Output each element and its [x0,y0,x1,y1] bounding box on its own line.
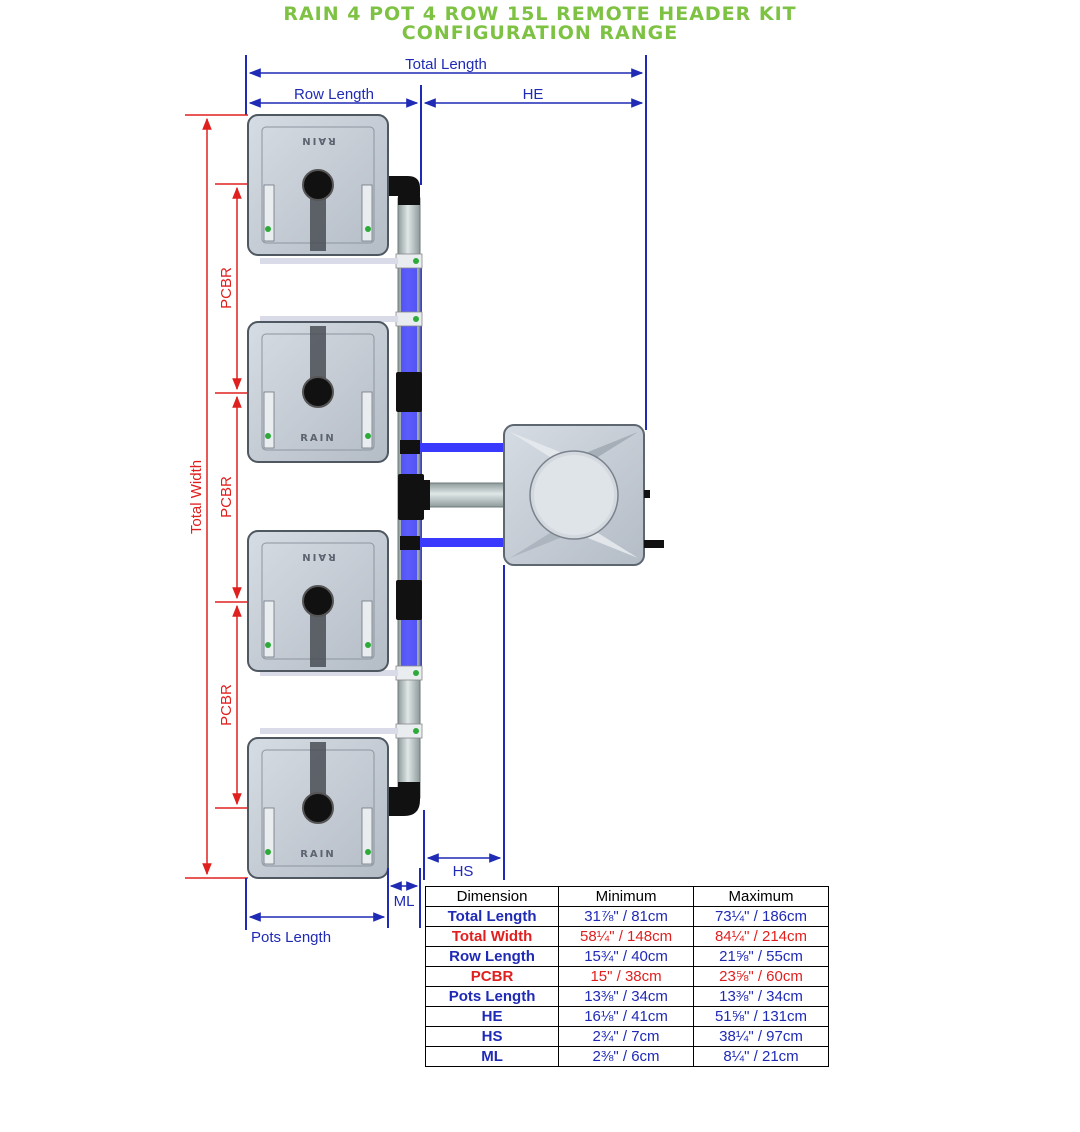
table-cell-maximum: 51⅝" / 131cm [693,1006,829,1027]
bottom-elbow [388,782,420,816]
pot-3: RAIN [247,530,389,672]
remote-header-connection [420,443,511,547]
table-cell-maximum: 73¼" / 186cm [693,906,829,927]
table-cell-dimension: Total Length [424,906,560,927]
table-cell-dimension: Pots Length [424,986,560,1007]
total-width-dimension: Total Width [185,114,248,879]
table-cell-maximum: 21⅝" / 55cm [693,946,829,967]
table-cell-minimum: 13⅜" / 34cm [558,986,694,1007]
diagram-title-line1: RAIN 4 POT 4 ROW 15L REMOTE HEADER KIT [283,3,797,25]
table-cell-minimum: 2⅜" / 6cm [558,1046,694,1067]
table-cell-minimum: 15" / 38cm [558,966,694,987]
table-header-row: Dimension Minimum Maximum [424,886,829,907]
table-header-maximum: Maximum [693,886,829,907]
table-cell-dimension: HE [424,1006,560,1027]
pot-1: RAIN [247,114,389,256]
total-length-dimension: Total Length [245,55,647,430]
pot-4: RAIN [247,737,389,879]
pot-brand-label: RAIN [300,135,336,146]
pots-length-label: Pots Length [251,929,331,946]
top-elbow [388,176,420,205]
row-length-dimension: Row Length [248,85,422,185]
total-width-label: Total Width [188,460,205,534]
hs-label: HS [453,863,474,880]
pcbr-dimensions: PCBR PCBR PCBR [215,183,318,809]
total-length-label: Total Length [405,56,487,73]
table-cell-dimension: PCBR [424,966,560,987]
he-dimension: HE [423,86,644,108]
pcbr-label-2: PCBR [218,476,235,518]
pot-brand-label: RAIN [300,433,336,444]
table-cell-dimension: Row Length [424,946,560,967]
table-cell-minimum: 2¾" / 7cm [558,1026,694,1047]
he-label: HE [523,86,544,103]
table-cell-dimension: Total Width [424,926,560,947]
table-cell-minimum: 16⅛" / 41cm [558,1006,694,1027]
pot-brand-label: RAIN [300,551,336,562]
ml-dimension: ML [387,868,421,928]
table-cell-minimum: 31⅞" / 81cm [558,906,694,927]
table-cell-maximum: 23⅝" / 60cm [693,966,829,987]
table-cell-maximum: 13⅜" / 34cm [693,986,829,1007]
table-cell-dimension: ML [424,1046,560,1067]
pcbr-label-1: PCBR [218,267,235,309]
ml-label: ML [394,893,415,910]
table-header-minimum: Minimum [558,886,694,907]
diagram-title-line2: CONFIGURATION RANGE [401,22,679,44]
table-cell-minimum: 58¼" / 148cm [558,926,694,947]
table-header-dimension: Dimension [424,886,560,907]
pots-length-dimension: Pots Length [245,878,386,946]
table-cell-maximum: 38¼" / 97cm [693,1026,829,1047]
pot-brand-label: RAIN [300,849,336,860]
hs-dimension: HS [423,565,505,880]
row-length-label: Row Length [294,86,374,103]
reservoir [503,424,664,566]
table-cell-maximum: 8¼" / 21cm [693,1046,829,1067]
pcbr-label-3: PCBR [218,684,235,726]
header-pipe [260,176,424,816]
pot-2: RAIN [247,321,389,463]
table-cell-minimum: 15¾" / 40cm [558,946,694,967]
table-cell-maximum: 84¼" / 214cm [693,926,829,947]
table-cell-dimension: HS [424,1026,560,1047]
